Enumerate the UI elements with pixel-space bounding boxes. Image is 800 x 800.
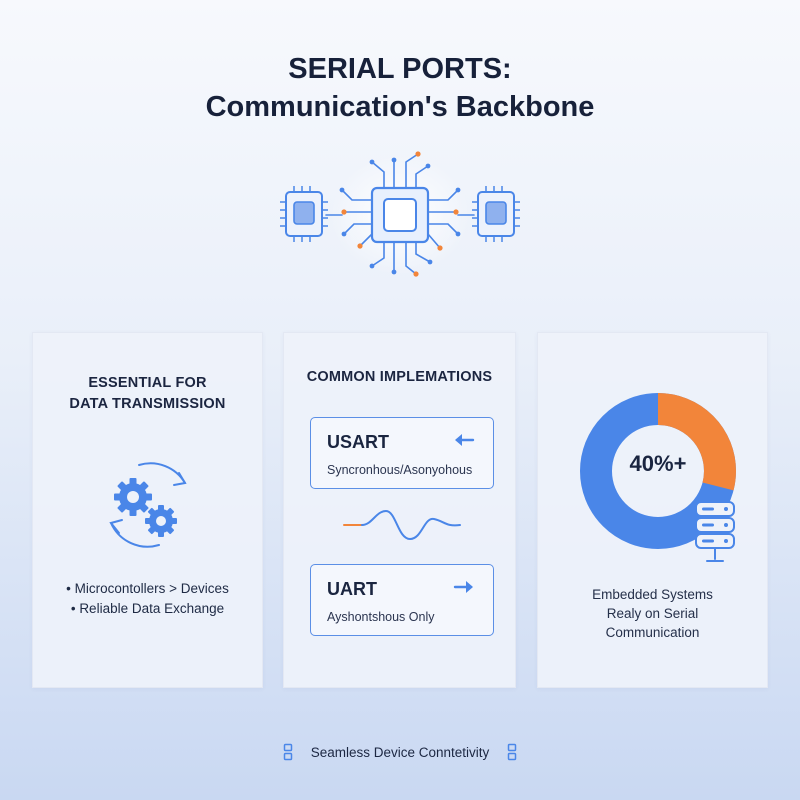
donut-segment xyxy=(580,393,736,549)
connector-icon xyxy=(508,743,517,761)
page-title: SERIAL PORTS: Communication's Backbone xyxy=(0,50,800,126)
caption-line-3: Communication xyxy=(605,625,700,640)
bullet-list: Microcontollers > Devices Reliable Data … xyxy=(33,579,262,619)
card-heading-line-2: DATA TRANSMISSION xyxy=(69,396,226,412)
circuit-chip-icon xyxy=(280,151,520,277)
uart-description: Ayshontshous Only xyxy=(327,610,435,624)
title-line-1: SERIAL PORTS: xyxy=(288,53,512,85)
arrow-left-icon xyxy=(455,434,475,446)
footer: Seamless Device Conntetivity xyxy=(0,740,800,764)
connector-icon xyxy=(283,743,292,761)
card-heading: COMMON IMPLEMATIONS xyxy=(306,369,493,385)
uart-name: UART xyxy=(327,579,377,599)
usart-box: USART Syncronhous/Asonyohous xyxy=(310,417,494,489)
caption-line-2: Realy on Serial xyxy=(606,606,699,621)
database-icon xyxy=(695,501,735,562)
donut-chart xyxy=(580,393,736,549)
stat-value: 40%+ xyxy=(629,451,687,476)
card-common-implementations: COMMON IMPLEMATIONS USART Syncronhous/As… xyxy=(283,332,516,688)
title-line-2: Communication's Backbone xyxy=(205,91,595,123)
caption-line-1: Embedded Systems xyxy=(592,587,713,602)
card-heading-line-1: ESSENTIAL FOR xyxy=(88,375,207,391)
gears-cycle-icon xyxy=(109,462,187,548)
list-item: Microcontollers > Devices xyxy=(33,579,262,599)
card-heading: ESSENTIAL FOR DATA TRANSMISSION xyxy=(33,373,262,415)
usart-description: Syncronhous/Asonyohous xyxy=(327,463,473,477)
usart-name: USART xyxy=(327,432,389,452)
uart-box: UART Ayshontshous Only xyxy=(310,564,494,636)
signal-wave-icon xyxy=(343,509,461,541)
footer-text: Seamless Device Conntetivity xyxy=(310,744,490,760)
card-data-transmission: ESSENTIAL FOR DATA TRANSMISSION xyxy=(32,332,263,688)
card-caption: Embedded Systems Realy on Serial Communi… xyxy=(538,585,767,642)
card-embedded-systems: 40%+ Embedded Systems Realy on Serial Co… xyxy=(537,332,768,688)
arrow-right-icon xyxy=(453,581,473,593)
list-item: Reliable Data Exchange xyxy=(33,599,262,619)
